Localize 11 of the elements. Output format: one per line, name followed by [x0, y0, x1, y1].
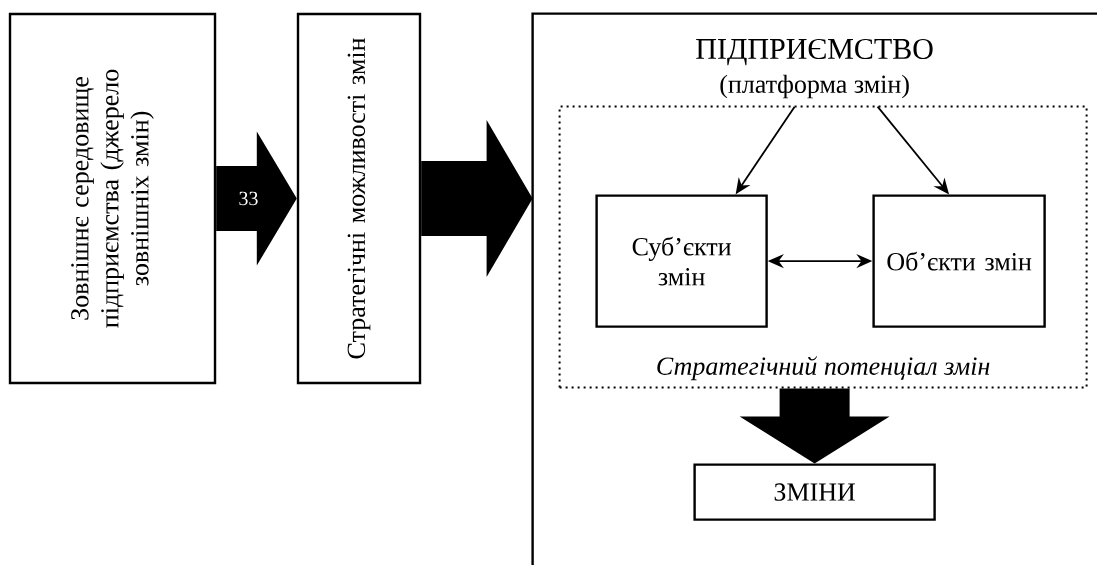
heading-text: ПІДПРИЄМСТВО (платформа змін)	[696, 38, 933, 99]
process-box: ЗМІНИ	[693, 463, 936, 521]
process-box: Об’єкти змін	[872, 194, 1046, 328]
block-arrow	[216, 131, 297, 266]
process-box: Зовнішнє середовище підприємства (джерело зовнішніх змін)	[8, 12, 217, 385]
edge-label: 33	[239, 191, 258, 206]
process-box: Стратегічні можливості змін	[296, 12, 422, 385]
enterprise-frame	[531, 12, 1097, 565]
process-box: Суб’єкти змін	[595, 194, 768, 328]
block-arrow	[421, 120, 533, 277]
block-arrow	[739, 388, 890, 464]
